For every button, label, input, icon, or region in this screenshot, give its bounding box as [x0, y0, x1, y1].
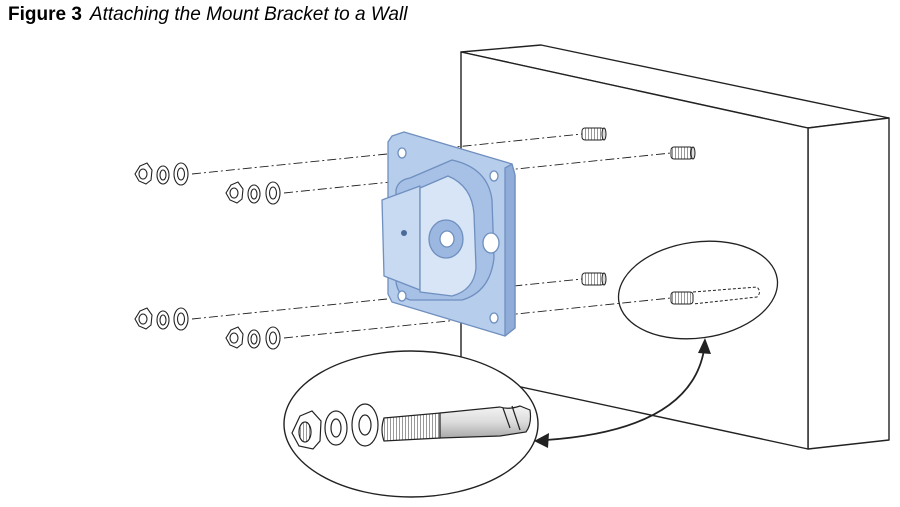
wall-top-face [807, 117, 890, 450]
lock-washer-icon [156, 310, 170, 330]
hardware-set-top-right [225, 181, 281, 205]
mount-bracket [381, 131, 516, 337]
wall [460, 44, 890, 450]
callout-arrow [534, 338, 711, 448]
callout-ellipse-wall [617, 240, 779, 340]
bracket-hole-br [489, 312, 499, 324]
wall-studs [581, 127, 760, 305]
hardware-set-top-left [134, 162, 189, 186]
anchor-bolt-icon [381, 405, 532, 442]
lock-washer-icon [247, 184, 261, 204]
lock-washer-icon [156, 165, 170, 185]
bracket-housing [381, 185, 421, 291]
hex-nut-icon [225, 181, 244, 204]
threaded-stud [581, 127, 607, 141]
hex-nut-icon [225, 326, 244, 349]
figure-label: Figure 3 [8, 4, 82, 25]
hex-nut-icon [134, 307, 153, 330]
threaded-stud [581, 272, 607, 286]
flat-washer-icon [173, 162, 189, 186]
flat-washer-icon [173, 307, 189, 331]
bracket-hole-tr [489, 170, 499, 182]
figure-caption: Figure 3 Attaching the Mount Bracket to a… [8, 4, 407, 26]
bracket-plate-edge [504, 163, 516, 337]
threaded-stud [670, 146, 696, 160]
bracket-pin [401, 230, 407, 236]
anchor-bolt-detail [291, 403, 532, 450]
lock-washer-icon [247, 329, 261, 349]
bracket-center-hole [439, 230, 455, 248]
bracket-hole-bl [397, 290, 407, 302]
figure-title: Attaching the Mount Bracket to a Wall [89, 4, 408, 25]
flat-washer-icon [265, 181, 281, 205]
bracket-side-slot [482, 232, 500, 254]
arrowhead-left-icon [534, 433, 549, 448]
bracket-hole-tl [397, 147, 407, 159]
hardware-set-bottom-left [134, 307, 189, 331]
hardware-set-bottom-right [225, 326, 281, 350]
arrowhead-up-icon [698, 338, 711, 354]
threaded-stud [670, 291, 694, 305]
flat-washer-icon [265, 326, 281, 350]
hidden-anchor-body [692, 286, 760, 305]
hex-nut-icon [134, 162, 153, 185]
